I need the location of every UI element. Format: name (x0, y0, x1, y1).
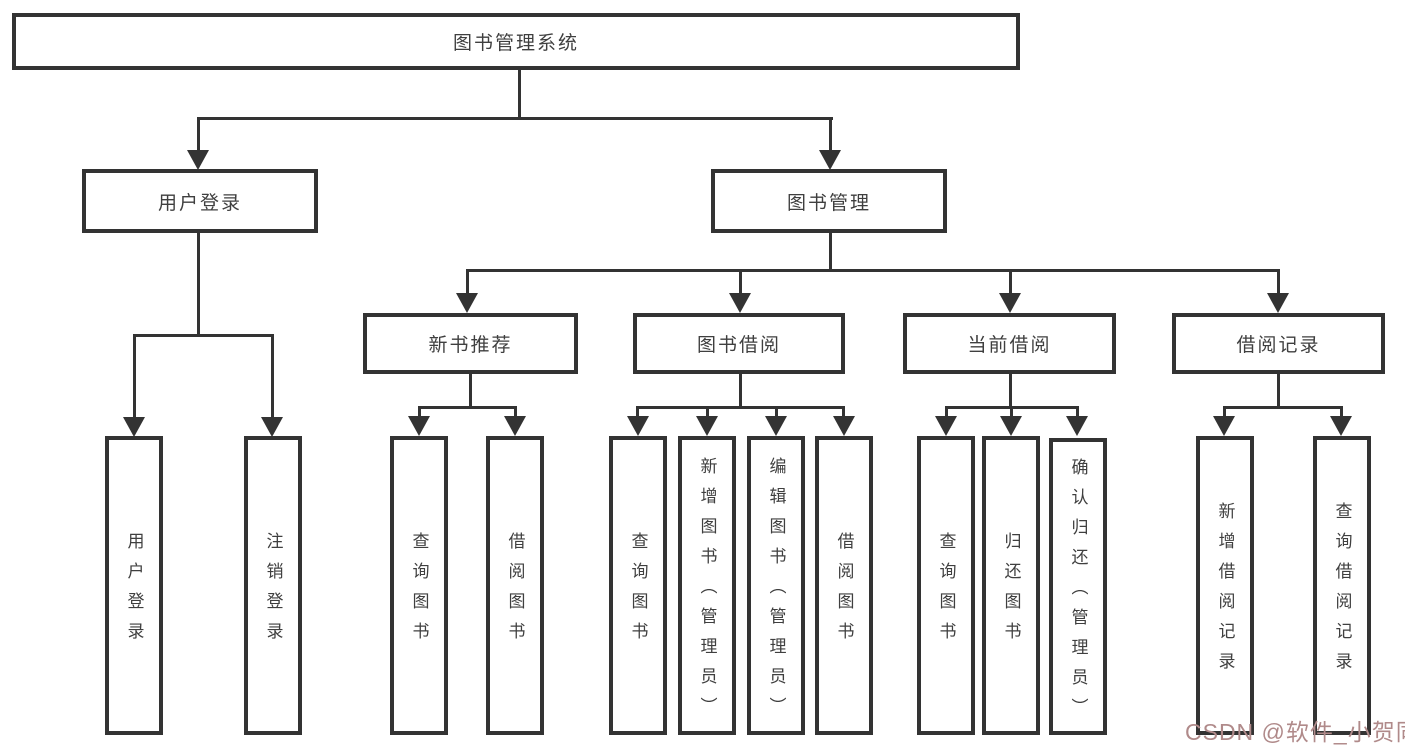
arrowhead-icon (1066, 416, 1088, 436)
arrowhead-icon (1213, 416, 1235, 436)
arrowhead-icon (765, 416, 787, 436)
connector (1009, 374, 1012, 409)
connector (636, 406, 639, 418)
leaf-borrow-books: 借阅图书 (815, 436, 873, 735)
leaf-borrow-books-recommend: 借阅图书 (486, 436, 544, 735)
leaf-confirm-return-admin-label: 确认归还（管理员） (1068, 458, 1088, 728)
leaf-query-borrow-record: 查询借阅记录 (1313, 436, 1371, 735)
connector (518, 70, 521, 118)
arrowhead-icon (1330, 416, 1352, 436)
arrowhead-icon (935, 416, 957, 436)
arrowhead-icon (729, 293, 751, 313)
connector (829, 117, 832, 153)
csdn-watermark: CSDN @软件_小贺同学 (1185, 719, 1405, 745)
connector (1010, 406, 1013, 418)
connector (1340, 406, 1343, 418)
connector (197, 117, 833, 120)
user-login-node-label: 用户登录 (157, 192, 242, 214)
arrowhead-icon (833, 416, 855, 436)
leaf-user-login: 用户登录 (105, 436, 163, 735)
new-book-recommend-node: 新书推荐 (363, 313, 578, 374)
leaf-borrow-books-recommend-label: 借阅图书 (505, 532, 525, 652)
arrowhead-icon (1000, 416, 1022, 436)
root-node-label: 图书管理系统 (452, 33, 579, 54)
connector (739, 374, 742, 409)
leaf-query-books-recommend-label: 查询图书 (409, 532, 429, 652)
leaf-confirm-return-admin: 确认归还（管理员） (1049, 438, 1107, 735)
arrowhead-icon (408, 416, 430, 436)
connector (469, 374, 472, 409)
book-management-node: 图书管理 (711, 169, 947, 233)
connector (775, 406, 778, 418)
leaf-query-books-current-label: 查询图书 (936, 532, 956, 652)
arrowhead-icon (187, 150, 209, 170)
connector (133, 334, 136, 419)
connector (1076, 406, 1079, 418)
book-management-node-label: 图书管理 (786, 192, 871, 214)
user-login-node: 用户登录 (82, 169, 318, 233)
connector (418, 406, 421, 418)
arrowhead-icon (123, 417, 145, 437)
arrowhead-icon (999, 293, 1021, 313)
leaf-return-books: 归还图书 (982, 436, 1040, 735)
current-borrow-label: 当前借阅 (967, 335, 1052, 356)
connector (842, 406, 845, 418)
book-borrow-node: 图书借阅 (633, 313, 845, 374)
connector (739, 269, 742, 295)
connector (1277, 374, 1280, 409)
leaf-borrow-books-label: 借阅图书 (834, 532, 854, 652)
leaf-add-borrow-record: 新增借阅记录 (1196, 436, 1254, 735)
connector (197, 117, 200, 153)
leaf-edit-books-admin-label: 编辑图书（管理员） (766, 457, 786, 727)
arrowhead-icon (456, 293, 478, 313)
connector (1277, 269, 1280, 295)
connector (945, 406, 948, 418)
connector (829, 233, 832, 272)
root-node: 图书管理系统 (12, 13, 1020, 70)
arrowhead-icon (627, 416, 649, 436)
connector (706, 406, 709, 418)
connector (1223, 406, 1226, 418)
connector (1223, 406, 1343, 409)
borrow-records-node: 借阅记录 (1172, 313, 1385, 374)
leaf-query-books-borrow: 查询图书 (609, 436, 667, 735)
leaf-add-books-admin-label: 新增图书（管理员） (697, 457, 717, 727)
connector (466, 269, 1279, 272)
leaf-logout-login-label: 注销登录 (263, 532, 283, 652)
connector (418, 406, 517, 409)
book-borrow-label: 图书借阅 (696, 335, 781, 356)
new-book-recommend-label: 新书推荐 (428, 335, 513, 356)
connector (514, 406, 517, 418)
leaf-add-borrow-record-label: 新增借阅记录 (1215, 502, 1235, 682)
current-borrow-node: 当前借阅 (903, 313, 1116, 374)
leaf-add-books-admin: 新增图书（管理员） (678, 436, 736, 735)
connector (197, 233, 200, 336)
arrowhead-icon (504, 416, 526, 436)
leaf-logout-login: 注销登录 (244, 436, 302, 735)
arrowhead-icon (696, 416, 718, 436)
arrowhead-icon (261, 417, 283, 437)
leaf-query-books-borrow-label: 查询图书 (628, 532, 648, 652)
borrow-records-label: 借阅记录 (1236, 335, 1321, 356)
leaf-query-books-recommend: 查询图书 (390, 436, 448, 735)
leaf-user-login-label: 用户登录 (124, 532, 144, 652)
connector (466, 269, 469, 295)
connector (271, 334, 274, 419)
connector (636, 406, 845, 409)
leaf-return-books-label: 归还图书 (1001, 532, 1021, 652)
arrowhead-icon (819, 150, 841, 170)
leaf-query-borrow-record-label: 查询借阅记录 (1332, 502, 1352, 682)
leaf-query-books-current: 查询图书 (917, 436, 975, 735)
connector (133, 334, 274, 337)
connector (1009, 269, 1012, 295)
leaf-edit-books-admin: 编辑图书（管理员） (747, 436, 805, 735)
arrowhead-icon (1267, 293, 1289, 313)
